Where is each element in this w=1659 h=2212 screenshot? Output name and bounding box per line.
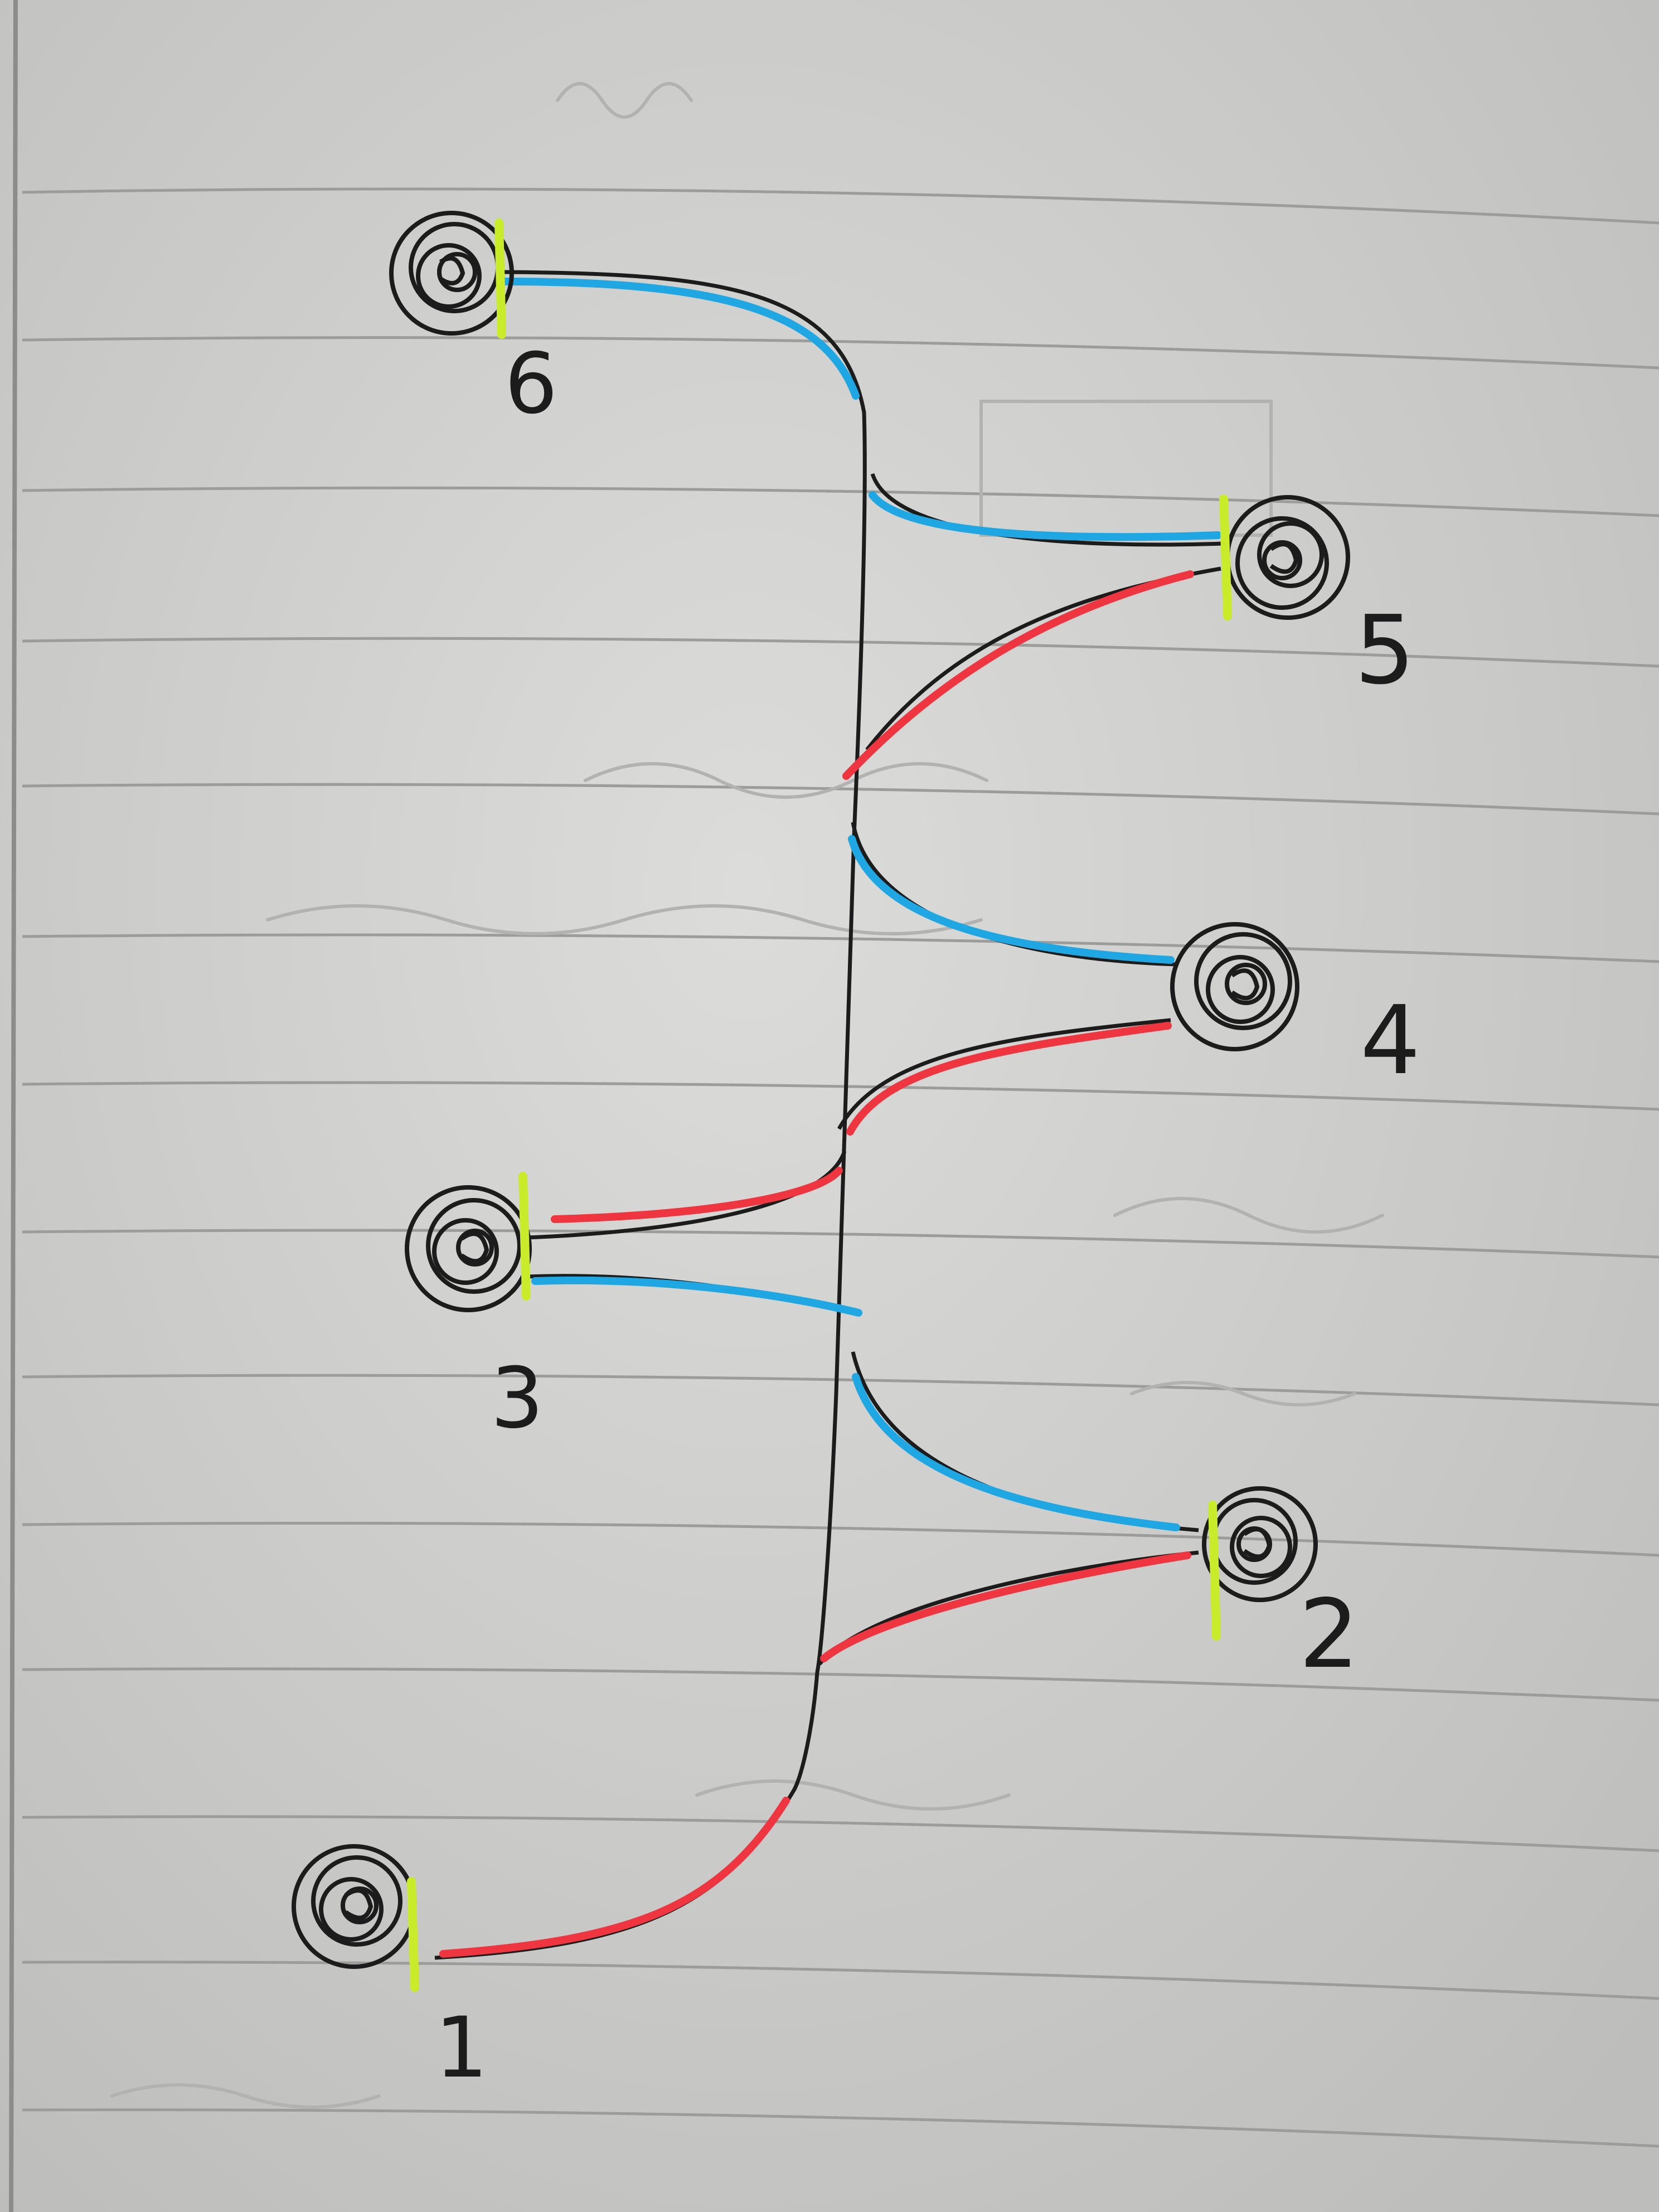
trunk-wire bbox=[792, 410, 867, 1792]
connector-2-marker bbox=[1208, 1501, 1221, 1641]
node-2-label: 2 bbox=[1299, 1579, 1359, 1690]
connector-1-marker bbox=[407, 1877, 419, 1992]
electrode-4 bbox=[1170, 922, 1299, 1051]
node-4: 4 bbox=[837, 822, 1420, 1136]
electrode-6 bbox=[389, 211, 514, 336]
wire-3-red-black bbox=[526, 1150, 847, 1240]
wire-2-red bbox=[820, 1551, 1191, 1662]
wire-5-blue bbox=[869, 491, 1222, 541]
wire-5-red bbox=[842, 570, 1194, 780]
wire-3-red bbox=[551, 1167, 843, 1223]
wire-6-black bbox=[501, 270, 866, 413]
wire-3-blue bbox=[531, 1276, 862, 1317]
node-5: 5 bbox=[842, 473, 1415, 780]
ruled-lines bbox=[22, 187, 1659, 2148]
electrode-5 bbox=[1225, 495, 1350, 620]
wire-4-blue bbox=[848, 835, 1175, 964]
node-1-label: 1 bbox=[435, 2000, 488, 2097]
node-1: 1 bbox=[292, 1788, 797, 2097]
connector-3-marker bbox=[518, 1172, 531, 1301]
node-6: 6 bbox=[389, 211, 866, 433]
node-6-label: 6 bbox=[505, 336, 557, 433]
wire-6-blue bbox=[501, 278, 860, 400]
node-5-label: 5 bbox=[1355, 595, 1415, 706]
node-3-label: 3 bbox=[491, 1350, 544, 1447]
wire-2-blue bbox=[852, 1373, 1180, 1531]
page-edge bbox=[9, 0, 18, 2212]
connector-6-marker bbox=[494, 219, 506, 339]
wire-4-red bbox=[846, 1022, 1172, 1136]
node-4-label: 4 bbox=[1360, 986, 1420, 1096]
show-through-marks bbox=[110, 82, 1384, 2109]
wire-4-red-black bbox=[837, 1018, 1171, 1130]
node-2: 2 bbox=[818, 1351, 1359, 1690]
connector-5-marker bbox=[1219, 494, 1232, 620]
wire-1-red bbox=[439, 1797, 790, 1958]
node-3: 3 bbox=[405, 1150, 862, 1447]
electrode-3 bbox=[405, 1185, 532, 1312]
